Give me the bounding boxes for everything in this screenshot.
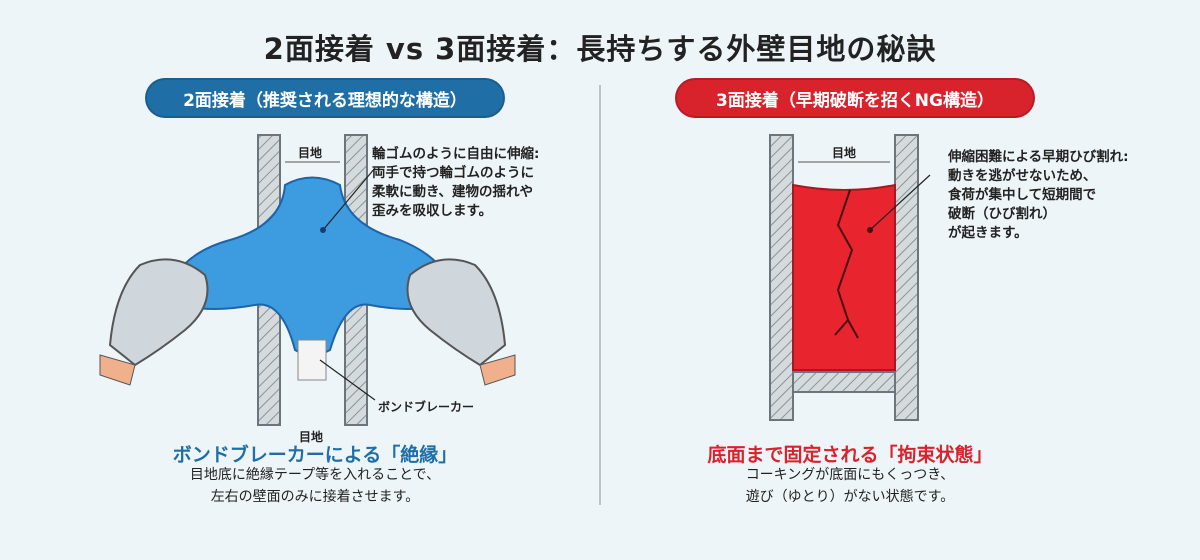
left-note: 輪ゴムのように自由に伸縮: 両手で持つ輪ゴムのように 柔軟に動き、建物の揺れや …	[372, 146, 540, 219]
joint-label-bottom-left: 目地	[299, 430, 324, 444]
left-heading: ボンドブレーカーによる「絶縁」	[172, 444, 458, 466]
right-joint-walls	[769, 134, 919, 421]
bond-breaker-label: ボンドブレーカー	[378, 400, 475, 414]
right-note: 伸縮困難による早期ひび割れ: 動きを逃がせないため、 食荷が集中して短期間で 破…	[948, 149, 1129, 241]
left-description: 目地底に絶縁テープ等を入れることで、 左右の壁面のみに接着させます。	[189, 467, 441, 505]
joint-label-top-right: 目地	[832, 146, 857, 160]
divider	[599, 85, 601, 505]
three-face-adhesion-badge: 3面接着（早期破断を招くNG構造）	[675, 78, 1035, 118]
right-heading: 底面まで固定される「拘束状態」	[707, 444, 993, 466]
bond-breaker-tape	[297, 339, 327, 381]
left-hand-icon	[99, 258, 209, 386]
joint-label-top-left: 目地	[298, 146, 323, 160]
page-title: 2面接着 vs 3面接着：長持ちする外壁目地の秘訣	[263, 32, 937, 66]
right-description: コーキングが底面にもくっつき、 遊び（ゆとり）がない状態です。	[745, 467, 955, 505]
crack	[834, 189, 859, 339]
cracked-sealant	[792, 183, 896, 371]
two-face-adhesion-badge: 2面接着（推奨される理想的な構造）	[145, 78, 505, 118]
right-hand-icon	[406, 258, 516, 386]
